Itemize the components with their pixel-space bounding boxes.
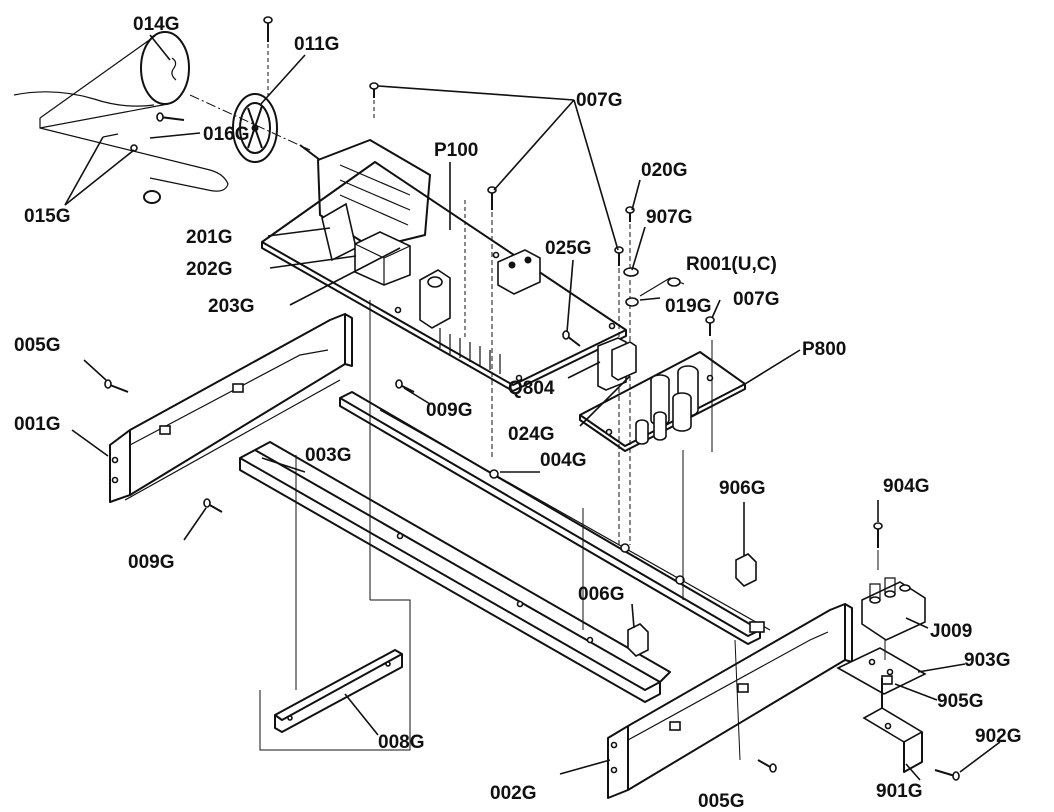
plate-903g xyxy=(836,647,927,695)
dial-wheel-011g xyxy=(232,93,278,163)
clip-906g xyxy=(735,553,757,587)
label-007g-top: 007G xyxy=(576,90,622,111)
label-p800: P800 xyxy=(802,339,846,360)
label-009g-mid: 009G xyxy=(426,400,472,421)
label-024g: 024G xyxy=(508,424,554,445)
label-008g: 008G xyxy=(378,732,424,753)
rail-003g xyxy=(239,441,671,703)
dial-cord-015g xyxy=(13,91,155,107)
part-labels: 014G 011G 007G 016G P100 020G 015G 907G … xyxy=(14,14,1021,812)
side-bracket-001g xyxy=(104,313,353,503)
module-201g xyxy=(321,202,357,262)
label-007g-right: 007G xyxy=(733,289,779,310)
label-014g: 014G xyxy=(133,14,179,35)
label-904g: 904G xyxy=(883,476,929,497)
label-019g: 019G xyxy=(665,296,711,317)
label-001g: 001G xyxy=(14,414,60,435)
label-202g: 202G xyxy=(186,259,232,280)
bracket-008g xyxy=(274,649,403,733)
clip-006g xyxy=(627,623,649,657)
label-005g-bottom: 005G xyxy=(698,791,744,812)
main-board-p100 xyxy=(261,139,627,392)
dial-assembly xyxy=(13,16,311,204)
tuner-block xyxy=(317,139,431,249)
label-011g: 011G xyxy=(294,34,339,55)
label-006g: 006G xyxy=(578,584,624,605)
label-015g: 015G xyxy=(24,206,70,227)
label-q804: Q804 xyxy=(508,378,555,399)
label-903g: 903G xyxy=(964,650,1010,671)
label-901g: 901G xyxy=(876,781,922,802)
label-906g: 906G xyxy=(719,478,765,499)
terminal-assembly-j009 xyxy=(836,522,960,781)
label-005g-left: 005G xyxy=(14,335,60,356)
label-r001: R001(U,C) xyxy=(686,254,777,275)
label-025g: 025G xyxy=(545,238,591,259)
terminal-block xyxy=(861,581,926,641)
label-016g: 016G xyxy=(203,124,249,145)
label-020g: 020G xyxy=(641,160,687,181)
label-j009: J009 xyxy=(930,621,972,642)
label-004g: 004G xyxy=(540,450,586,471)
side-bracket-002g xyxy=(607,603,853,799)
label-902g: 902G xyxy=(975,726,1021,747)
rail-004g xyxy=(339,391,771,645)
label-002g: 002G xyxy=(490,783,536,804)
label-907g: 907G xyxy=(646,207,692,228)
leader-lines xyxy=(64,34,1001,781)
label-p100: P100 xyxy=(434,140,478,161)
label-201g: 201G xyxy=(186,227,232,248)
label-905g: 905G xyxy=(937,691,983,712)
dial-cover-014g xyxy=(140,31,190,105)
label-009g-bottom: 009G xyxy=(128,552,174,573)
label-203g: 203G xyxy=(208,296,254,317)
label-003g: 003G xyxy=(305,445,351,466)
